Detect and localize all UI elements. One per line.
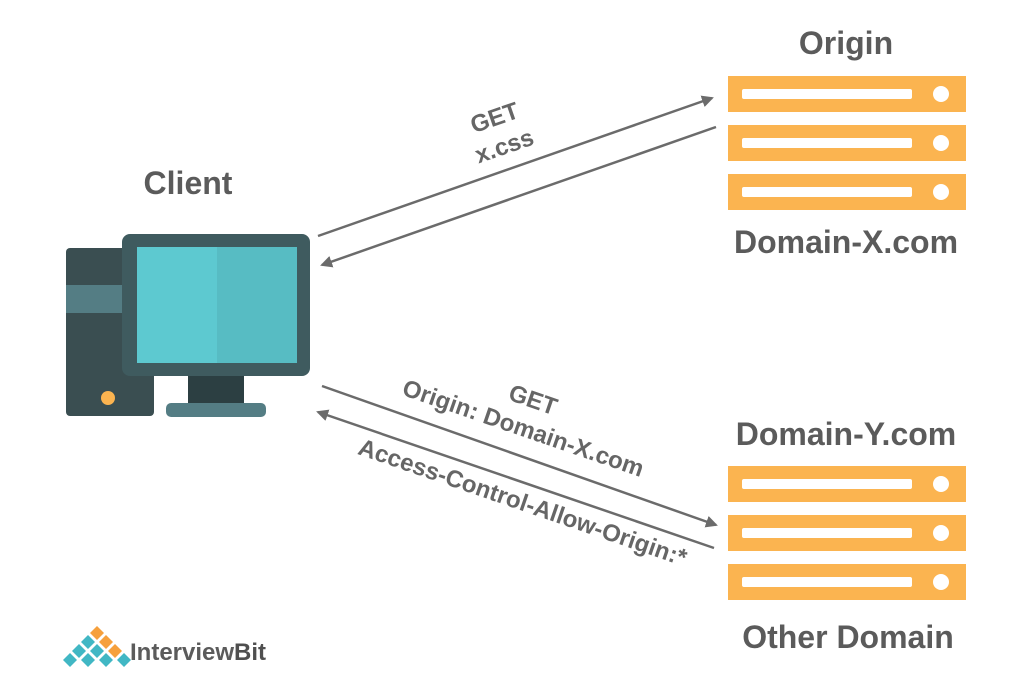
server-rack-icon — [728, 76, 966, 210]
arrow-origin-to-client — [320, 125, 717, 268]
other-server-title: Domain-Y.com — [736, 416, 956, 452]
server-unit — [728, 515, 966, 551]
brand-name-part2: Bit — [234, 639, 266, 666]
request-to-origin-label: GET x.css — [467, 97, 537, 169]
brand-name-part1: Interview — [130, 639, 234, 666]
other-server-domain: Other Domain — [742, 619, 954, 655]
desktop-computer-icon — [66, 234, 310, 417]
arrow-client-to-other — [321, 384, 718, 528]
server-unit — [728, 174, 966, 210]
brand-name: InterviewBit — [130, 639, 266, 666]
server-unit — [728, 564, 966, 600]
server-unit — [728, 466, 966, 502]
arrow-client-to-origin — [317, 95, 714, 238]
origin-server-domain: Domain-X.com — [734, 224, 958, 260]
arrow-other-to-client — [316, 409, 715, 550]
server-unit — [728, 76, 966, 112]
server-unit — [728, 125, 966, 161]
origin-server-title: Origin — [799, 25, 893, 61]
server-rack-icon — [728, 466, 966, 600]
interviewbit-logo-icon — [63, 626, 131, 667]
client-label: Client — [144, 165, 233, 201]
